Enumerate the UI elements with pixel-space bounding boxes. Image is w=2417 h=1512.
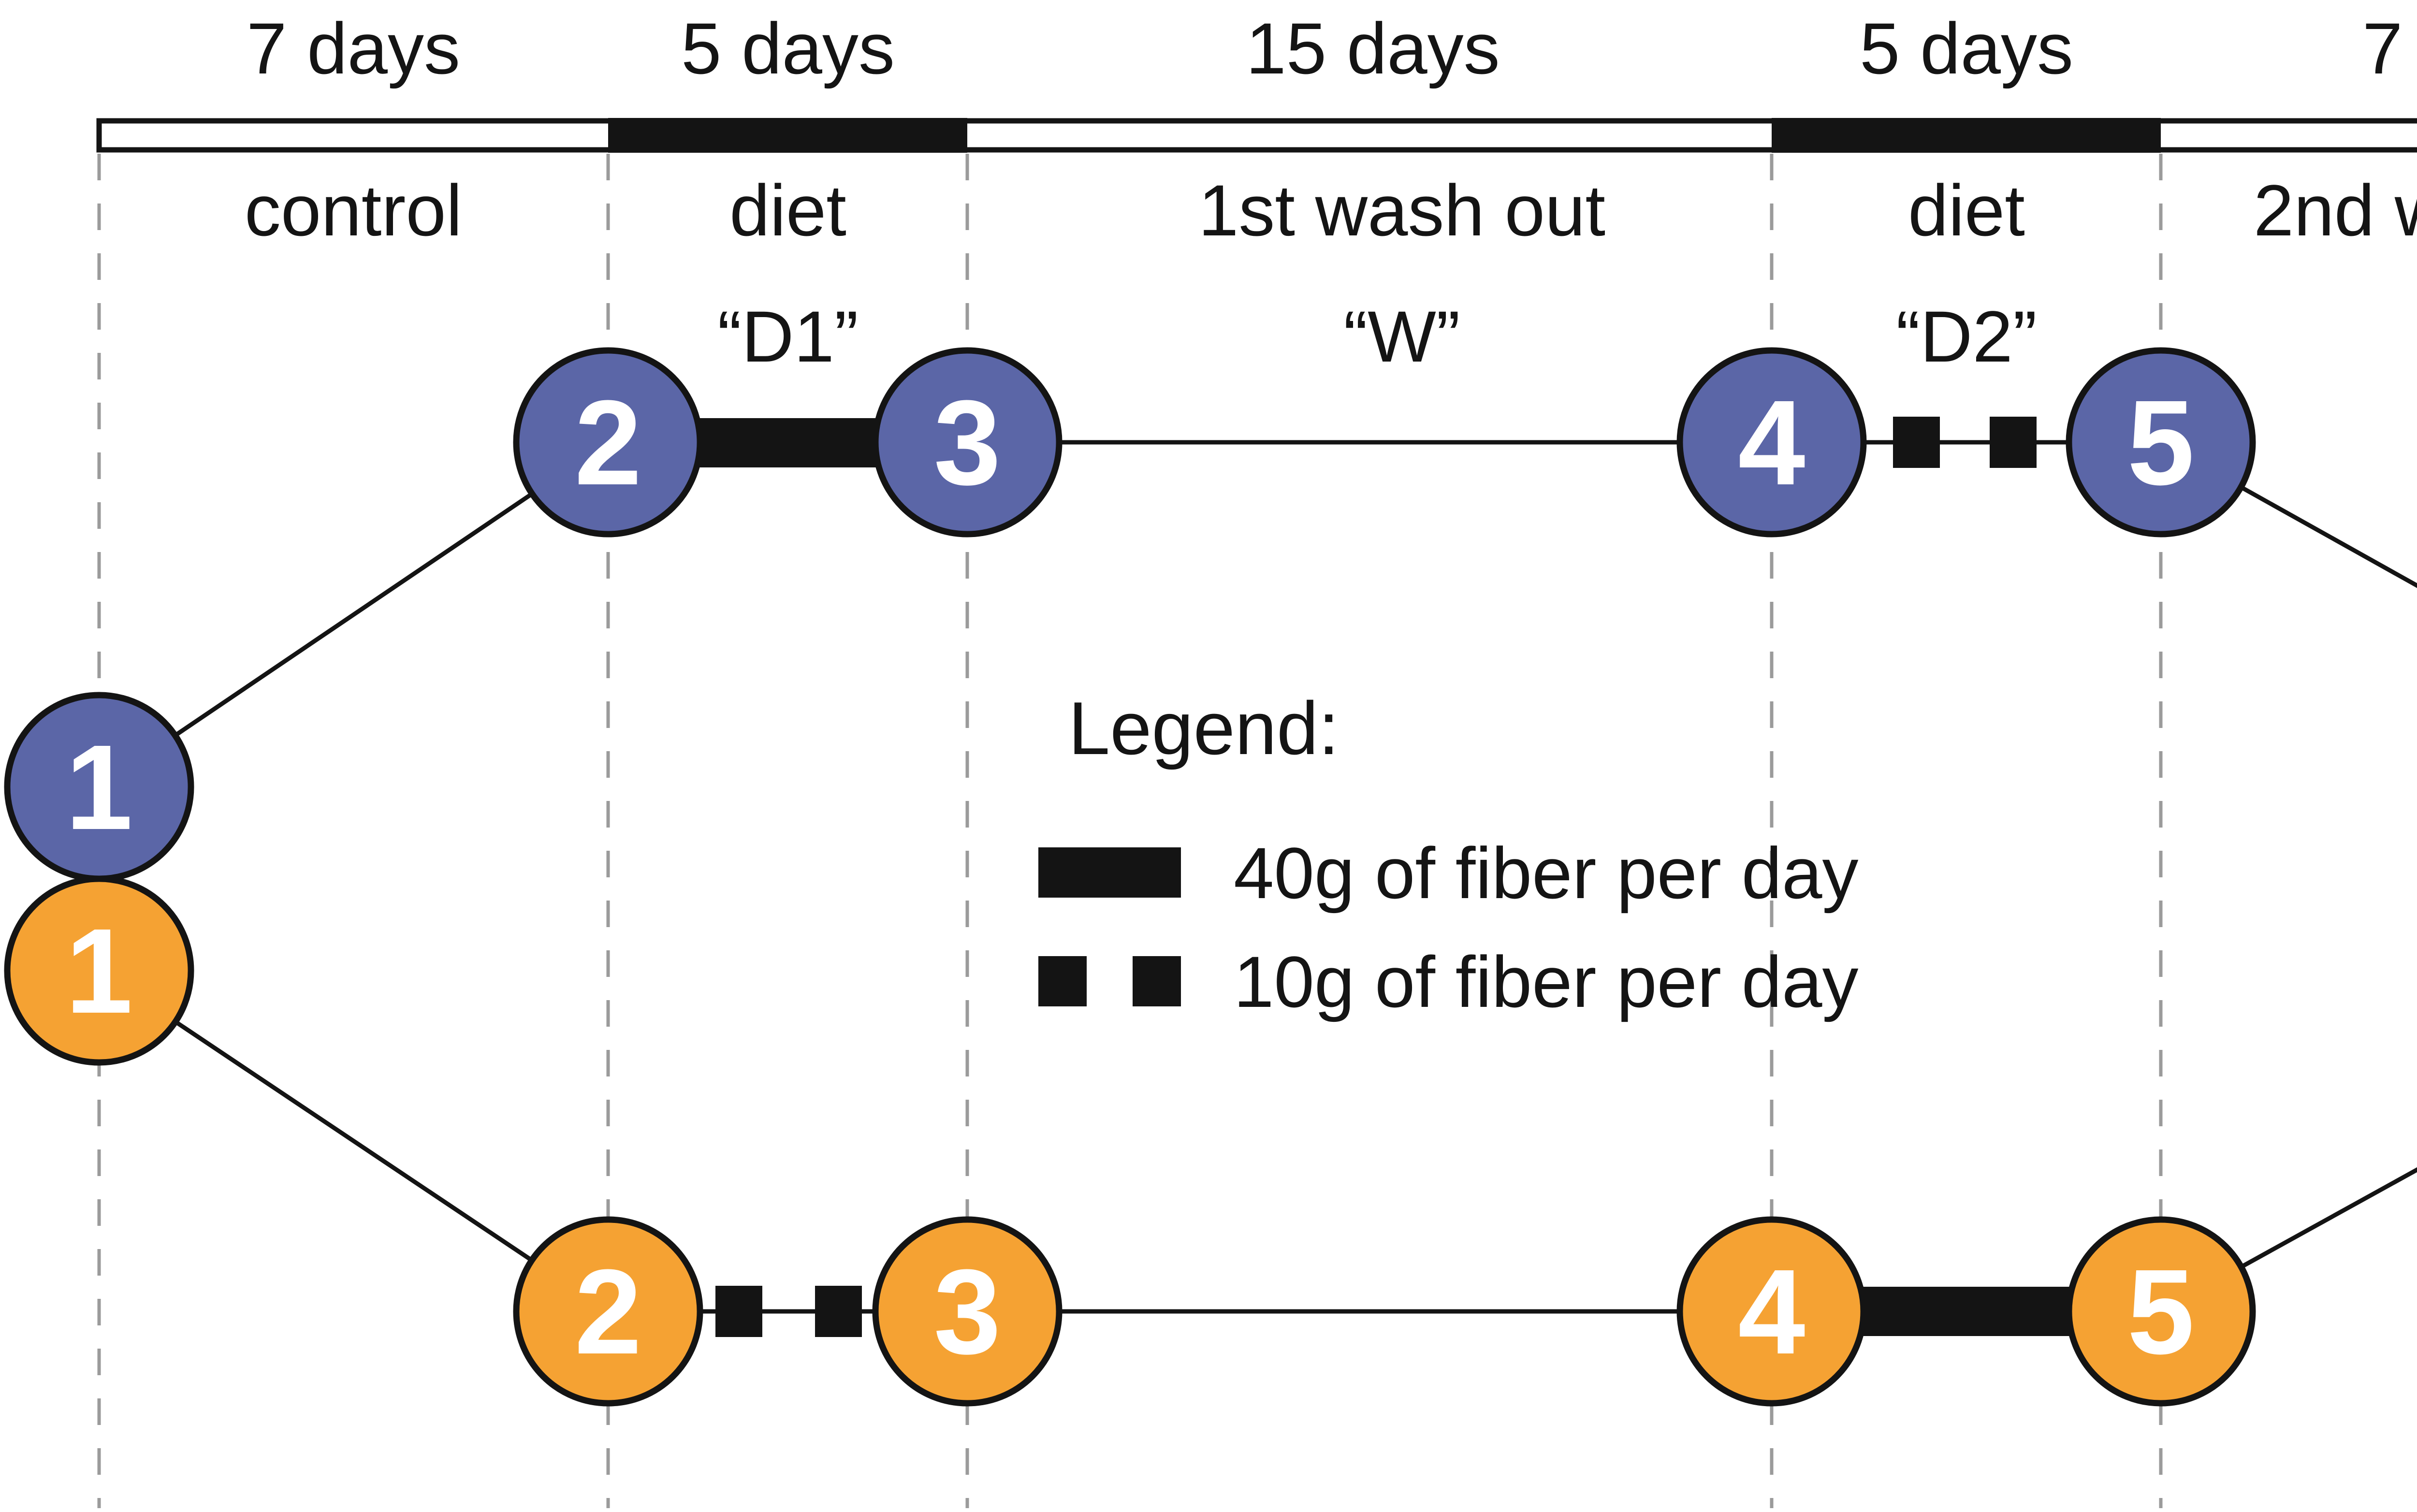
node-circle-arm2-1 [4,875,194,1066]
phase-name-2: 1st wash out [1198,170,1605,251]
fiber-10g-square [715,1286,762,1337]
phase-name-0: control [245,170,462,251]
fiber-10g-square [815,1286,862,1337]
node-circle-arm2-4 [1676,1216,1867,1407]
timeline-diet1-segment [608,118,967,153]
phase-duration-0: 7 days [247,8,460,89]
phase-name-4: 2nd wash out [2254,170,2417,251]
legend-40g-swatch [1038,847,1181,898]
node-number-arm1-4: 4 [1738,375,1805,510]
fiber-10g-square [1990,417,2037,468]
connector-arm1-5-6 [2159,440,2417,588]
legend-10g-swatch-square [1038,956,1087,1006]
legend-40g-label: 40g of fiber per day [1234,832,1859,914]
phase-duration-labels: 7 days 5 days 15 days 5 days 7 days [247,8,2417,89]
phase-duration-1: 5 days [681,8,895,89]
connector-arm2-1-2 [98,969,610,1313]
legend-10g-swatch-square [1133,956,1181,1006]
phase-duration-3: 5 days [1860,8,2073,89]
node-circle-arm1-4 [1676,347,1867,538]
timeline-diet2-segment [1772,118,2161,153]
node-number-arm1-3: 3 [933,375,1001,510]
fiber-10g-square [1893,417,1940,468]
phase-code-d1: “D1” [717,296,859,377]
node-number-arm2-1: 1 [65,903,132,1038]
legend-title: Legend: [1068,686,1339,770]
phase-code-d2: “D2” [1896,296,2037,377]
legend-10g-label: 10g of fiber per day [1234,941,1859,1022]
node-circle-arm2-5 [2066,1216,2256,1407]
node-circle-arm2-3 [872,1216,1063,1407]
node-number-arm2-5: 5 [2127,1244,2194,1379]
phase-code-w: “W” [1343,296,1460,377]
node-circle-arm1-5 [2066,347,2256,538]
timeline-bar [96,118,2417,153]
phase-name-1: diet [729,170,846,251]
phase-duration-2: 15 days [1246,8,1500,89]
node-number-arm1-1: 1 [65,720,132,855]
phase-duration-4: 7 days [2362,8,2417,89]
arm1-nodes: 1 2 3 4 5 6 [4,347,2256,882]
phase-code-labels: “D1” “W” “D2” [717,296,2037,377]
node-number-arm2-3: 3 [933,1244,1001,1379]
node-circle-arm1-3 [872,347,1063,538]
node-number-arm1-5: 5 [2127,375,2194,510]
phase-name-3: diet [1908,170,2025,251]
arm2-nodes: 1 2 3 4 5 6 [4,875,2256,1407]
node-number-arm2-2: 2 [574,1244,641,1379]
phase-name-labels: control diet 1st wash out diet 2nd wash … [245,170,2417,251]
connector-arm2-5-6 [2159,1167,2417,1313]
node-circle-arm2-2 [513,1216,703,1407]
node-number-arm2-4: 4 [1738,1244,1805,1379]
legend: Legend: 40g of fiber per day 10g of fibe… [1038,686,1859,1022]
connector-arm1-1-2 [98,440,610,789]
node-number-arm1-2: 2 [574,375,641,510]
node-circle-arm1-2 [513,347,703,538]
